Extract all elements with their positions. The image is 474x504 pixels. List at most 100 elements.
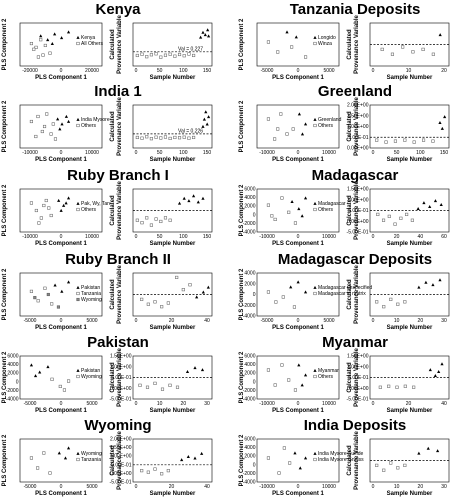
x-tick-label: 0 [60,401,63,407]
y-tick-label: 2.00E+00 [347,103,369,109]
y-tick-label: 5.00E-01 [348,208,369,214]
sample-point [381,218,386,222]
y-axis-label: PLS Component 2 [239,268,245,320]
legend-marker [76,451,80,455]
legend-marker [76,297,80,302]
plot-frame [256,104,340,149]
sample-point [387,384,391,388]
y-tick-label: 1.00E+00 [110,454,132,460]
plot-frame [369,104,450,149]
data-point [51,122,55,126]
sample-point [422,138,426,142]
sample-point [163,216,168,220]
y-tick-label: -2000 [243,303,256,309]
data-point [287,378,291,382]
legend-marker [76,368,80,372]
sample-point [168,383,172,387]
panel-title: Greenland [318,83,392,100]
sample-point [192,135,196,140]
sample-point [168,136,172,140]
legend-label: All Others [81,41,103,47]
legend-label: Wyoming [81,451,102,457]
y-tick-label: 1.50E+00 [347,187,369,193]
x-tick-label: -5000 [24,318,37,324]
x-tick-label: 0 [297,150,300,156]
y-axis-label: PLS Component 2 [2,100,8,152]
x-axis-label: Sample Number [150,157,196,163]
y-axis-label: Calculated [347,445,353,476]
data-point [274,300,278,304]
sample-point [199,35,203,39]
x-tick-label: -5000 [261,68,274,74]
panel-title: Madagascar Deposits [278,251,432,268]
sample-point [417,285,421,289]
data-point [266,368,270,372]
sample-point [428,368,432,372]
sample-point [439,203,443,207]
data-point [42,451,46,455]
sample-point [375,463,379,467]
data-point [303,122,308,126]
data-point [56,305,60,309]
sample-point [206,34,211,38]
y-tick-label: 6000 [244,437,255,443]
sample-point [154,217,158,221]
x-tick-label: 150 [203,150,212,156]
data-point [49,132,53,136]
legend-label: Others [318,374,334,380]
legend-label: Others [81,207,97,213]
sample-point [177,201,182,205]
x-tick-label: 40 [418,234,424,240]
data-point [32,47,36,51]
y-tick-label: -4000 [243,397,256,403]
plot-frame [19,438,103,483]
sample-point [159,136,163,140]
y-tick-label: 1.50E+00 [110,445,132,451]
x-tick-label: 10 [394,318,400,324]
sample-point [187,52,191,56]
sample-point [187,136,191,140]
data-point [266,117,270,121]
sample-point [173,135,177,140]
y-tick-label: 5.00E-01 [111,462,132,468]
sample-point [382,305,386,309]
sample-point [140,52,144,56]
x-tick-label: -10000 [22,234,38,240]
x-tick-label: 5000 [323,318,334,324]
y-axis-label: Calculated [347,111,353,142]
sample-point [163,135,168,139]
y-tick-label: 1.00E+00 [347,197,369,203]
sample-point [428,205,432,208]
x-tick-label: 10000 [322,484,336,490]
legend-label: Longido [318,35,336,41]
y-axis-label: Provenance Variable [117,347,123,406]
y-tick-label: 0.00E+00 [110,471,132,477]
x-tick-label: 150 [203,234,212,240]
sample-point [201,30,205,34]
x-tick-label: 10 [394,484,400,490]
sample-point [393,139,397,143]
x-tick-label: 0 [372,68,375,74]
sample-point [393,222,397,226]
sample-point [412,140,416,144]
x-tick-label: -10000 [259,484,275,490]
sample-point [206,285,210,289]
y-tick-label: -4000 [243,314,256,320]
y-axis-label: Calculated [110,111,116,142]
x-tick-label: 0 [60,68,63,74]
sample-point [438,33,442,37]
data-point [63,456,68,460]
data-point [303,290,308,294]
data-point [37,221,41,225]
